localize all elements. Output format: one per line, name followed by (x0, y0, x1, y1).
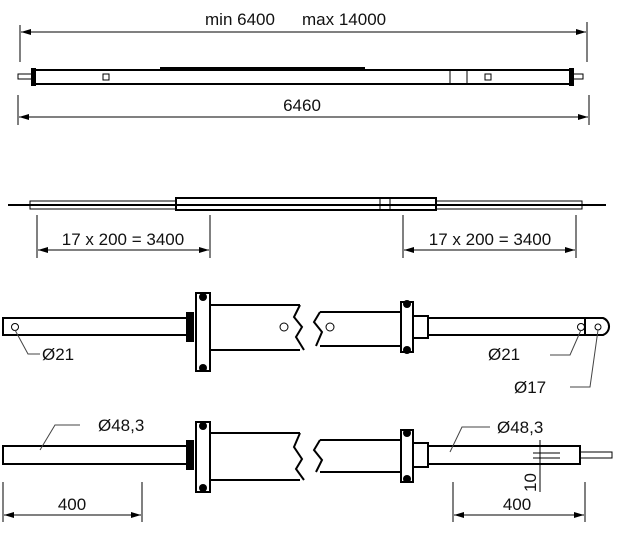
hole-pattern-left-label: 17 x 200 = 3400 (62, 230, 184, 249)
bolt-icon (199, 293, 207, 301)
left-flange (195, 421, 211, 493)
end-lug (584, 317, 610, 336)
side-view: 17 x 200 = 3400 17 x 200 = 3400 (8, 197, 606, 258)
bracket-icon (102, 73, 110, 81)
detail-bottom-view: Ø48,3 Ø48,3 10 400 400 (2, 416, 613, 522)
left-box-section (210, 432, 305, 481)
bolt-icon (199, 422, 207, 430)
left-flange (195, 292, 211, 372)
leader-line (449, 426, 490, 453)
hole-icon (11, 323, 19, 331)
hole-icon (594, 323, 602, 331)
hole-icon (577, 323, 585, 331)
right-end-plate (569, 68, 574, 86)
left-collar (186, 312, 194, 342)
bolt-icon (403, 300, 411, 308)
bolt-icon (403, 475, 411, 483)
left-length-label: 400 (58, 495, 86, 514)
right-collar (412, 315, 429, 339)
left-tube (2, 317, 189, 336)
leader-line (550, 329, 582, 356)
right-perforated-tube (435, 200, 583, 210)
slot-width-label: 10 (521, 473, 540, 492)
leader-line (39, 424, 80, 451)
left-end-plate (31, 68, 36, 86)
end-tongue (579, 451, 613, 459)
left-hole-label: Ø21 (42, 345, 74, 364)
left-box-section (210, 304, 305, 351)
right-collar (412, 442, 429, 468)
right-flange (400, 429, 414, 483)
end-hole-label: Ø17 (514, 378, 546, 397)
right-diameter-label: Ø48,3 (497, 418, 543, 437)
left-diameter-label: Ø48,3 (98, 416, 144, 435)
hole-icon (325, 322, 335, 332)
bracket-icon (484, 73, 492, 81)
right-flange (400, 301, 414, 353)
dim-length-label: 6460 (283, 96, 321, 115)
right-box-section (312, 311, 400, 347)
bolt-icon (199, 484, 207, 492)
hole-pattern-right-label: 17 x 200 = 3400 (429, 230, 551, 249)
leader-line (14, 329, 40, 355)
leader-line (570, 329, 599, 388)
right-length-label: 400 (503, 495, 531, 514)
bolt-icon (403, 346, 411, 354)
right-tube (427, 445, 581, 465)
left-tube (2, 445, 189, 465)
detail-top-view: Ø21 Ø21 Ø17 (2, 292, 610, 397)
bolt-icon (199, 364, 207, 372)
overall-view: min 6400 max 14000 6460 (17, 10, 590, 125)
left-collar (186, 440, 194, 470)
dim-max-label: max 14000 (302, 10, 386, 29)
right-box-section (312, 439, 400, 473)
bolt-icon (403, 429, 411, 437)
right-tube (427, 317, 586, 336)
dim-min-label: min 6400 (205, 10, 275, 29)
right-hole-label: Ø21 (488, 345, 520, 364)
hole-icon (279, 322, 289, 332)
